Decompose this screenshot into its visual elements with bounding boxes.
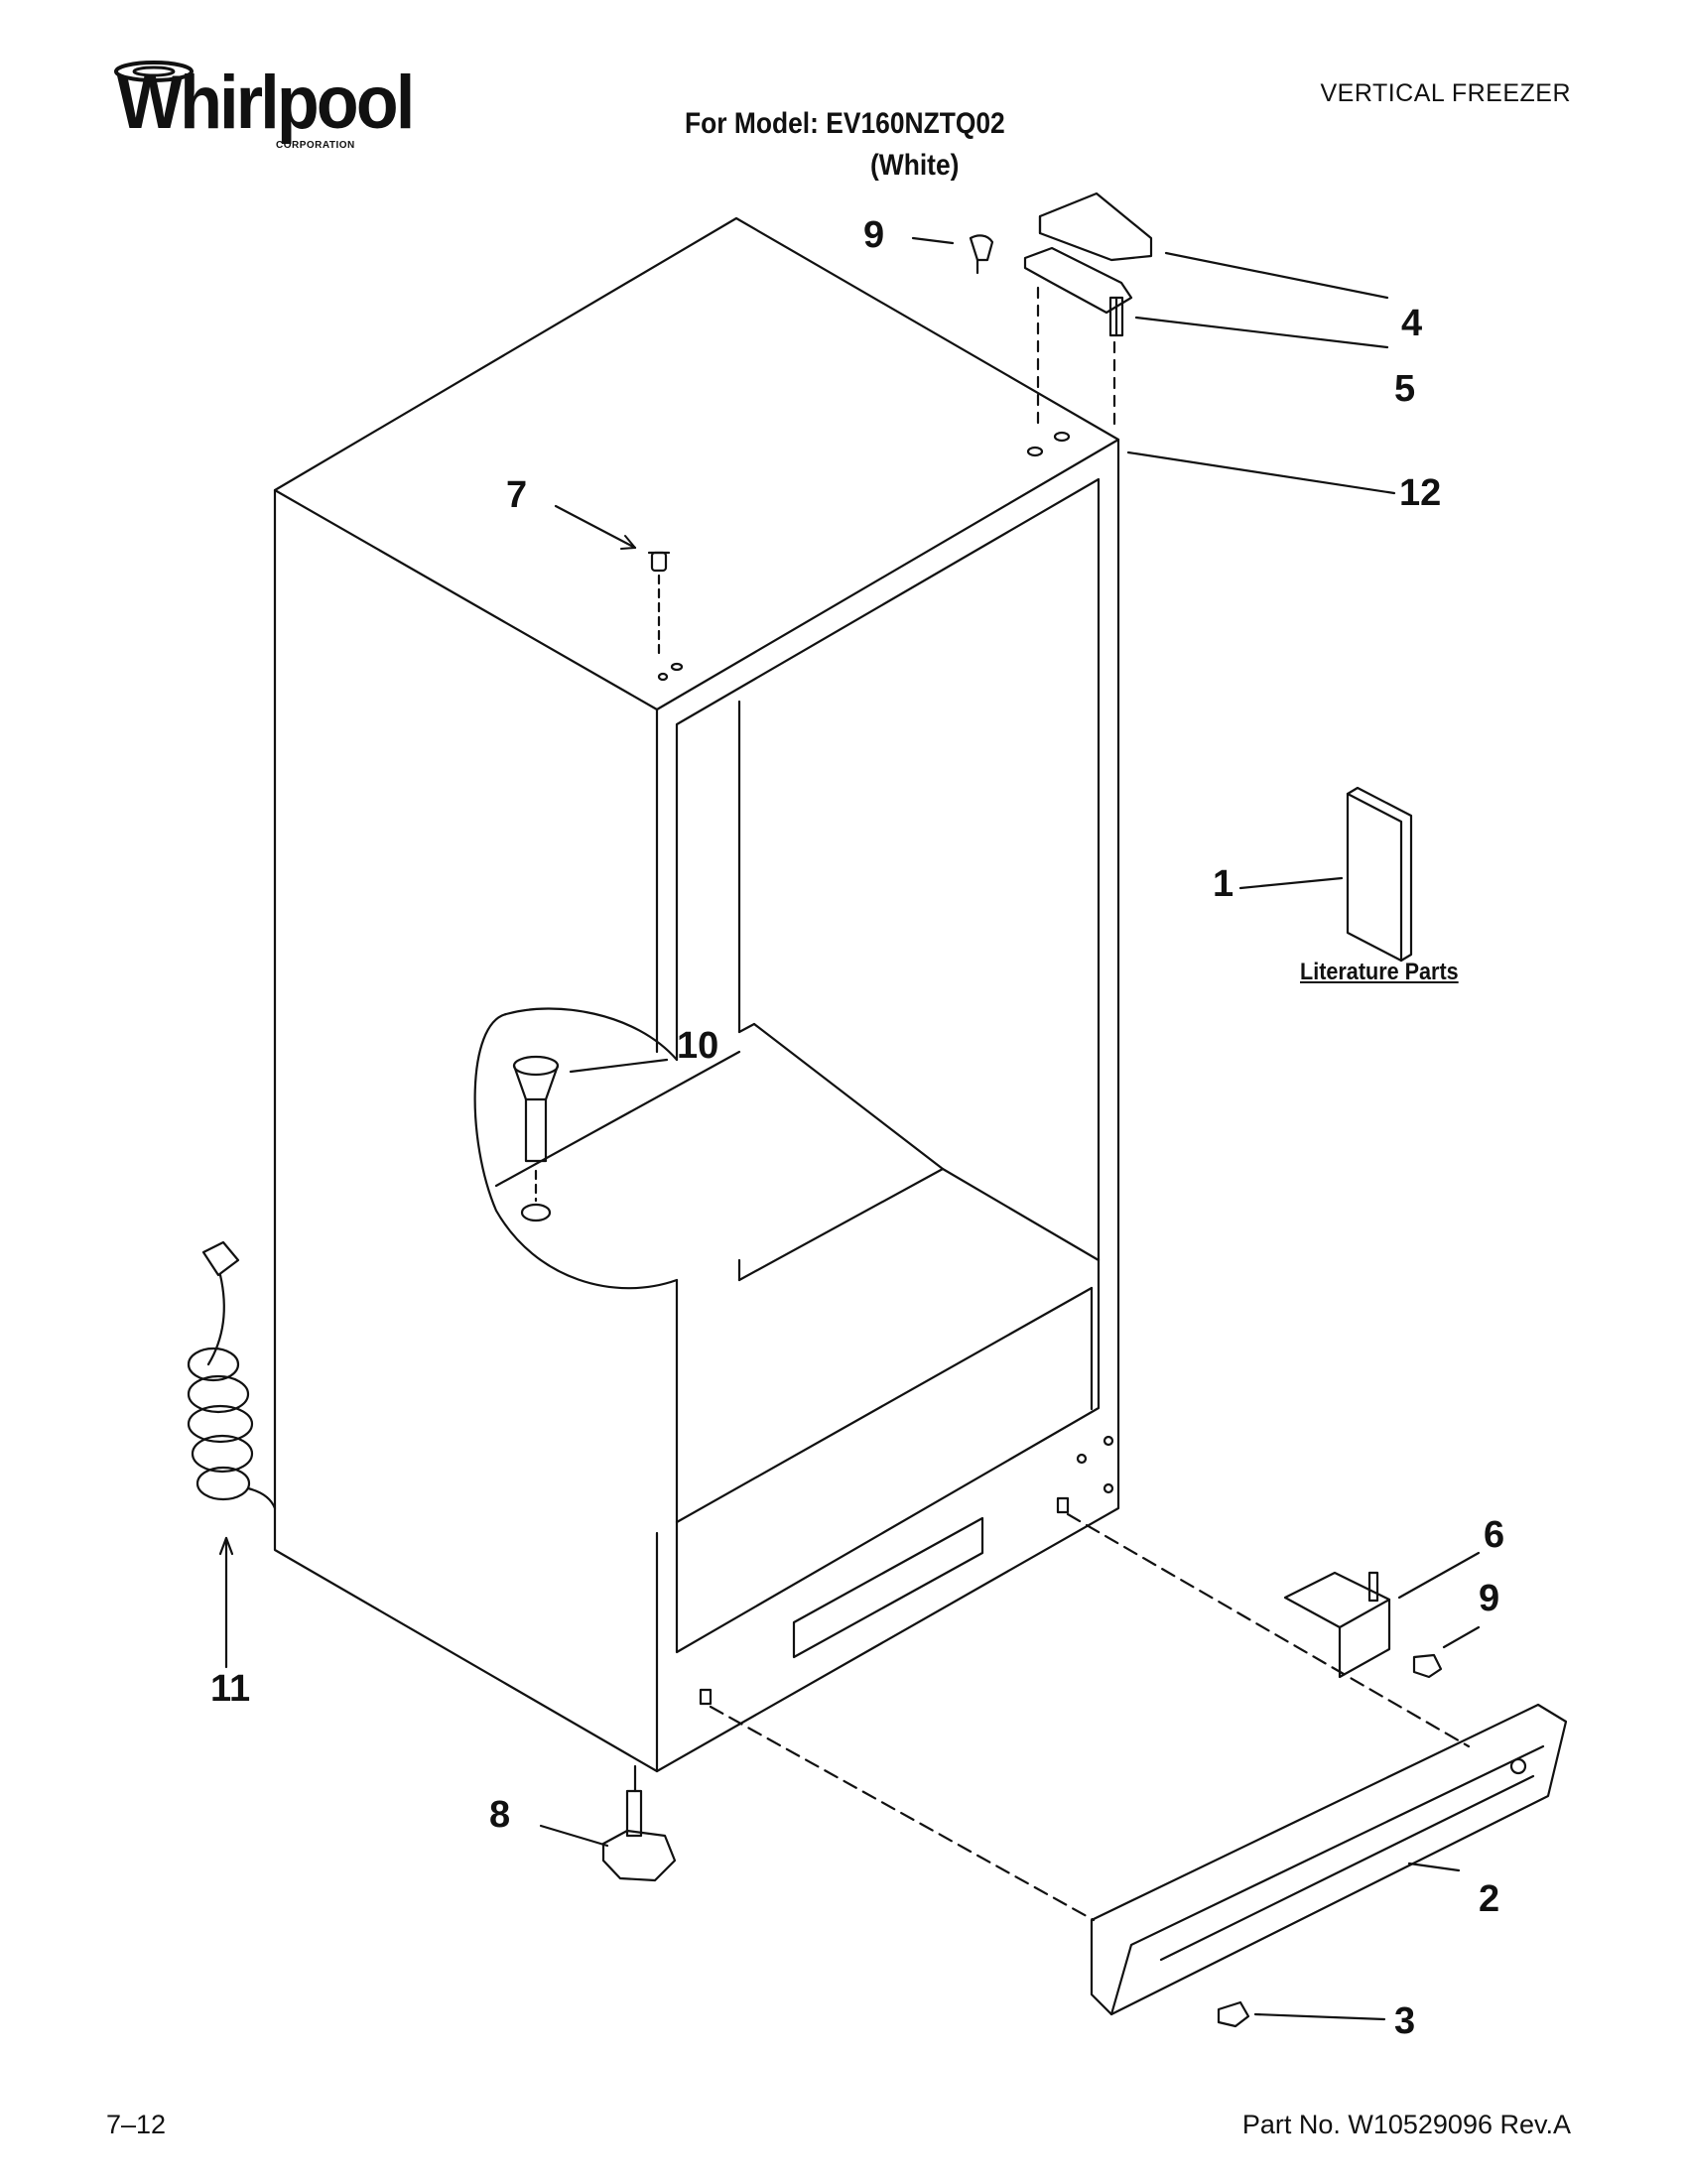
part-9-screw-lower [1412,1625,1481,1679]
cabinet-top [273,216,1120,711]
callout-4: 4 [1401,303,1423,344]
document-category: VERTICAL FREEZER [1320,79,1571,107]
callout-8: 8 [489,1794,511,1836]
cabinet-side [273,488,659,1773]
cabinet-front-frame [655,438,1120,1773]
callout-5: 5 [1394,368,1416,410]
brand-logo: Whirlpool [117,61,415,145]
callout-12: 12 [1399,472,1442,514]
part-8-leveling-leg [539,1764,677,1882]
part-11-power-cord [187,1240,277,1669]
model-line: For Model: EV160NZTQ02 [685,107,1005,140]
page-number: 7–12 [106,2110,167,2139]
callout-7: 7 [506,474,528,516]
callout-10: 10 [677,1025,719,1067]
part-7-plug [554,504,671,657]
part-2-toe-grille [1090,1703,1568,2016]
callout-11: 11 [210,1668,251,1710]
part-3-screw [1217,2000,1386,2028]
brand-corporation: CORPORATION [276,140,355,151]
part-1-literature [1238,786,1413,963]
logo-swirl-icon [114,61,194,82]
color-line: (White) [870,149,960,182]
top-hinge-assembly [911,192,1389,429]
callout-2: 2 [1479,1878,1500,1920]
callout-3: 3 [1394,2000,1416,2042]
part-number: Part No. W10529096 Rev.A [1241,2110,1571,2139]
part-10-drain [512,1055,669,1222]
callout-9-top: 9 [863,214,885,256]
literature-parts-label: Literature Parts [1300,959,1459,985]
cutaway-outline [473,1007,679,1290]
callout-6: 6 [1484,1514,1505,1556]
part-6-bracket [1283,1551,1481,1679]
callout-1: 1 [1213,863,1234,905]
callout-9-lower: 9 [1479,1578,1500,1619]
